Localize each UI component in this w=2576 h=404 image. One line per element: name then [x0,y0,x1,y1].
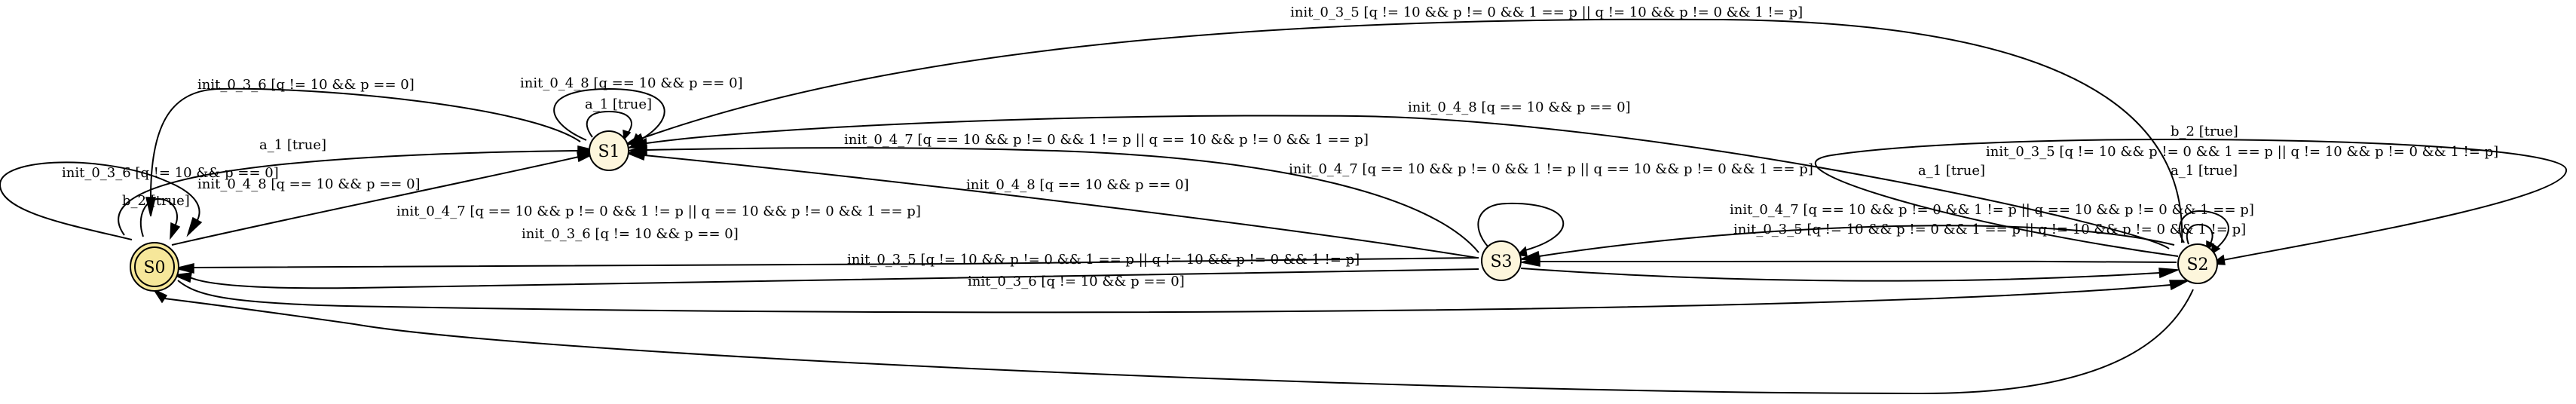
edge-s0-s1-a-1 [118,145,598,236]
label-s3-s1-init-0-4-8: init_0_4_8 [q == 10 && p == 0] [966,177,1189,193]
label-s1-loop-init-0-4-8: init_0_4_8 [q == 10 && p == 0] [520,75,743,91]
node-s0[interactable]: S0 [130,242,179,292]
label-s1-loop-a-1: a_1 [true] [585,96,652,112]
edge-s0-loop-init-0-3-6 [139,197,181,240]
label-s0-s1-a-1: a_1 [true] [259,137,326,153]
label-s1-s0-init-0-3-6: init_0_3_6 [q != 10 && p == 0] [197,77,415,93]
node-s3-label: S3 [1490,252,1512,271]
label-s2-s3-init-0-4-7: init_0_4_7 [q == 10 && p != 0 && 1 != p … [1730,202,2254,218]
label-s2-loop-a-1: a_1 [true] [2171,163,2238,179]
label-s3-s0-init-0-3-6: init_0_3_6 [q != 10 && p == 0] [522,226,739,242]
edge-s3-s2-init-0-3-5 [1520,268,2179,282]
edge-s2-s0-init-0-3-6 [151,288,2194,395]
edge-s3-s0-init-0-4-7 [175,257,1479,274]
edge-s1-loop-a-1 [586,110,632,141]
node-s1-label: S1 [598,142,620,161]
node-s3[interactable]: S3 [1481,240,1522,281]
edge-s3-s1-init-0-4-8 [625,150,1478,259]
label-s3-s2-init-0-3-5: init_0_3_5 [q != 10 && p != 0 && 1 == p … [1733,222,2246,237]
label-s2-s0-init-0-3-6: init_0_3_6 [q != 10 && p == 0] [968,274,1185,289]
label-s2-s3-a-1: a_1 [true] [1918,163,1985,179]
node-s0-label: S0 [143,259,165,277]
edge-s3-s0-init-0-3-6 [172,268,1479,289]
label-s2-loop-init-0-3-5: init_0_3_5 [q != 10 && p != 0 && 1 == p … [1986,144,2498,160]
label-s0-s2-init-0-3-5: init_0_3_5 [q != 10 && p != 0 && 1 == p … [847,252,1360,268]
edge-s0-loop-b-2 [0,161,203,240]
label-s0-loop-b-2: b_2 [true] [122,193,190,209]
label-s2-s1-init-0-3-5: init_0_3_5 [q != 10 && p != 0 && 1 == p … [1290,5,1803,20]
label-s3-loop-init-0-4-7: init_0_4_7 [q == 10 && p != 0 && 1 != p … [1289,161,1813,177]
node-s2-label: S2 [2186,256,2208,274]
node-s2[interactable]: S2 [2177,243,2218,284]
label-s2-loop-b-2: b_2 [true] [2171,124,2238,139]
label-s0-loop-init-0-3-6: init_0_3_6 [q != 10 && p == 0] [62,165,279,181]
edge-s0-s2-init-0-3-5 [177,280,2189,314]
edge-s2-s3-init-0-4-7 [1521,256,2177,267]
label-s2-s1-init-0-4-8: init_0_4_8 [q == 10 && p == 0] [1408,99,1631,115]
node-s1[interactable]: S1 [589,130,629,171]
label-s3-s1-init-0-4-7: init_0_4_7 [q == 10 && p != 0 && 1 != p … [844,132,1369,148]
label-s0-s1-init-0-4-8: init_0_4_8 [q == 10 && p == 0] [197,176,421,192]
label-s3-s0-init-0-4-7: init_0_4_7 [q == 10 && p != 0 && 1 != p … [396,204,921,219]
